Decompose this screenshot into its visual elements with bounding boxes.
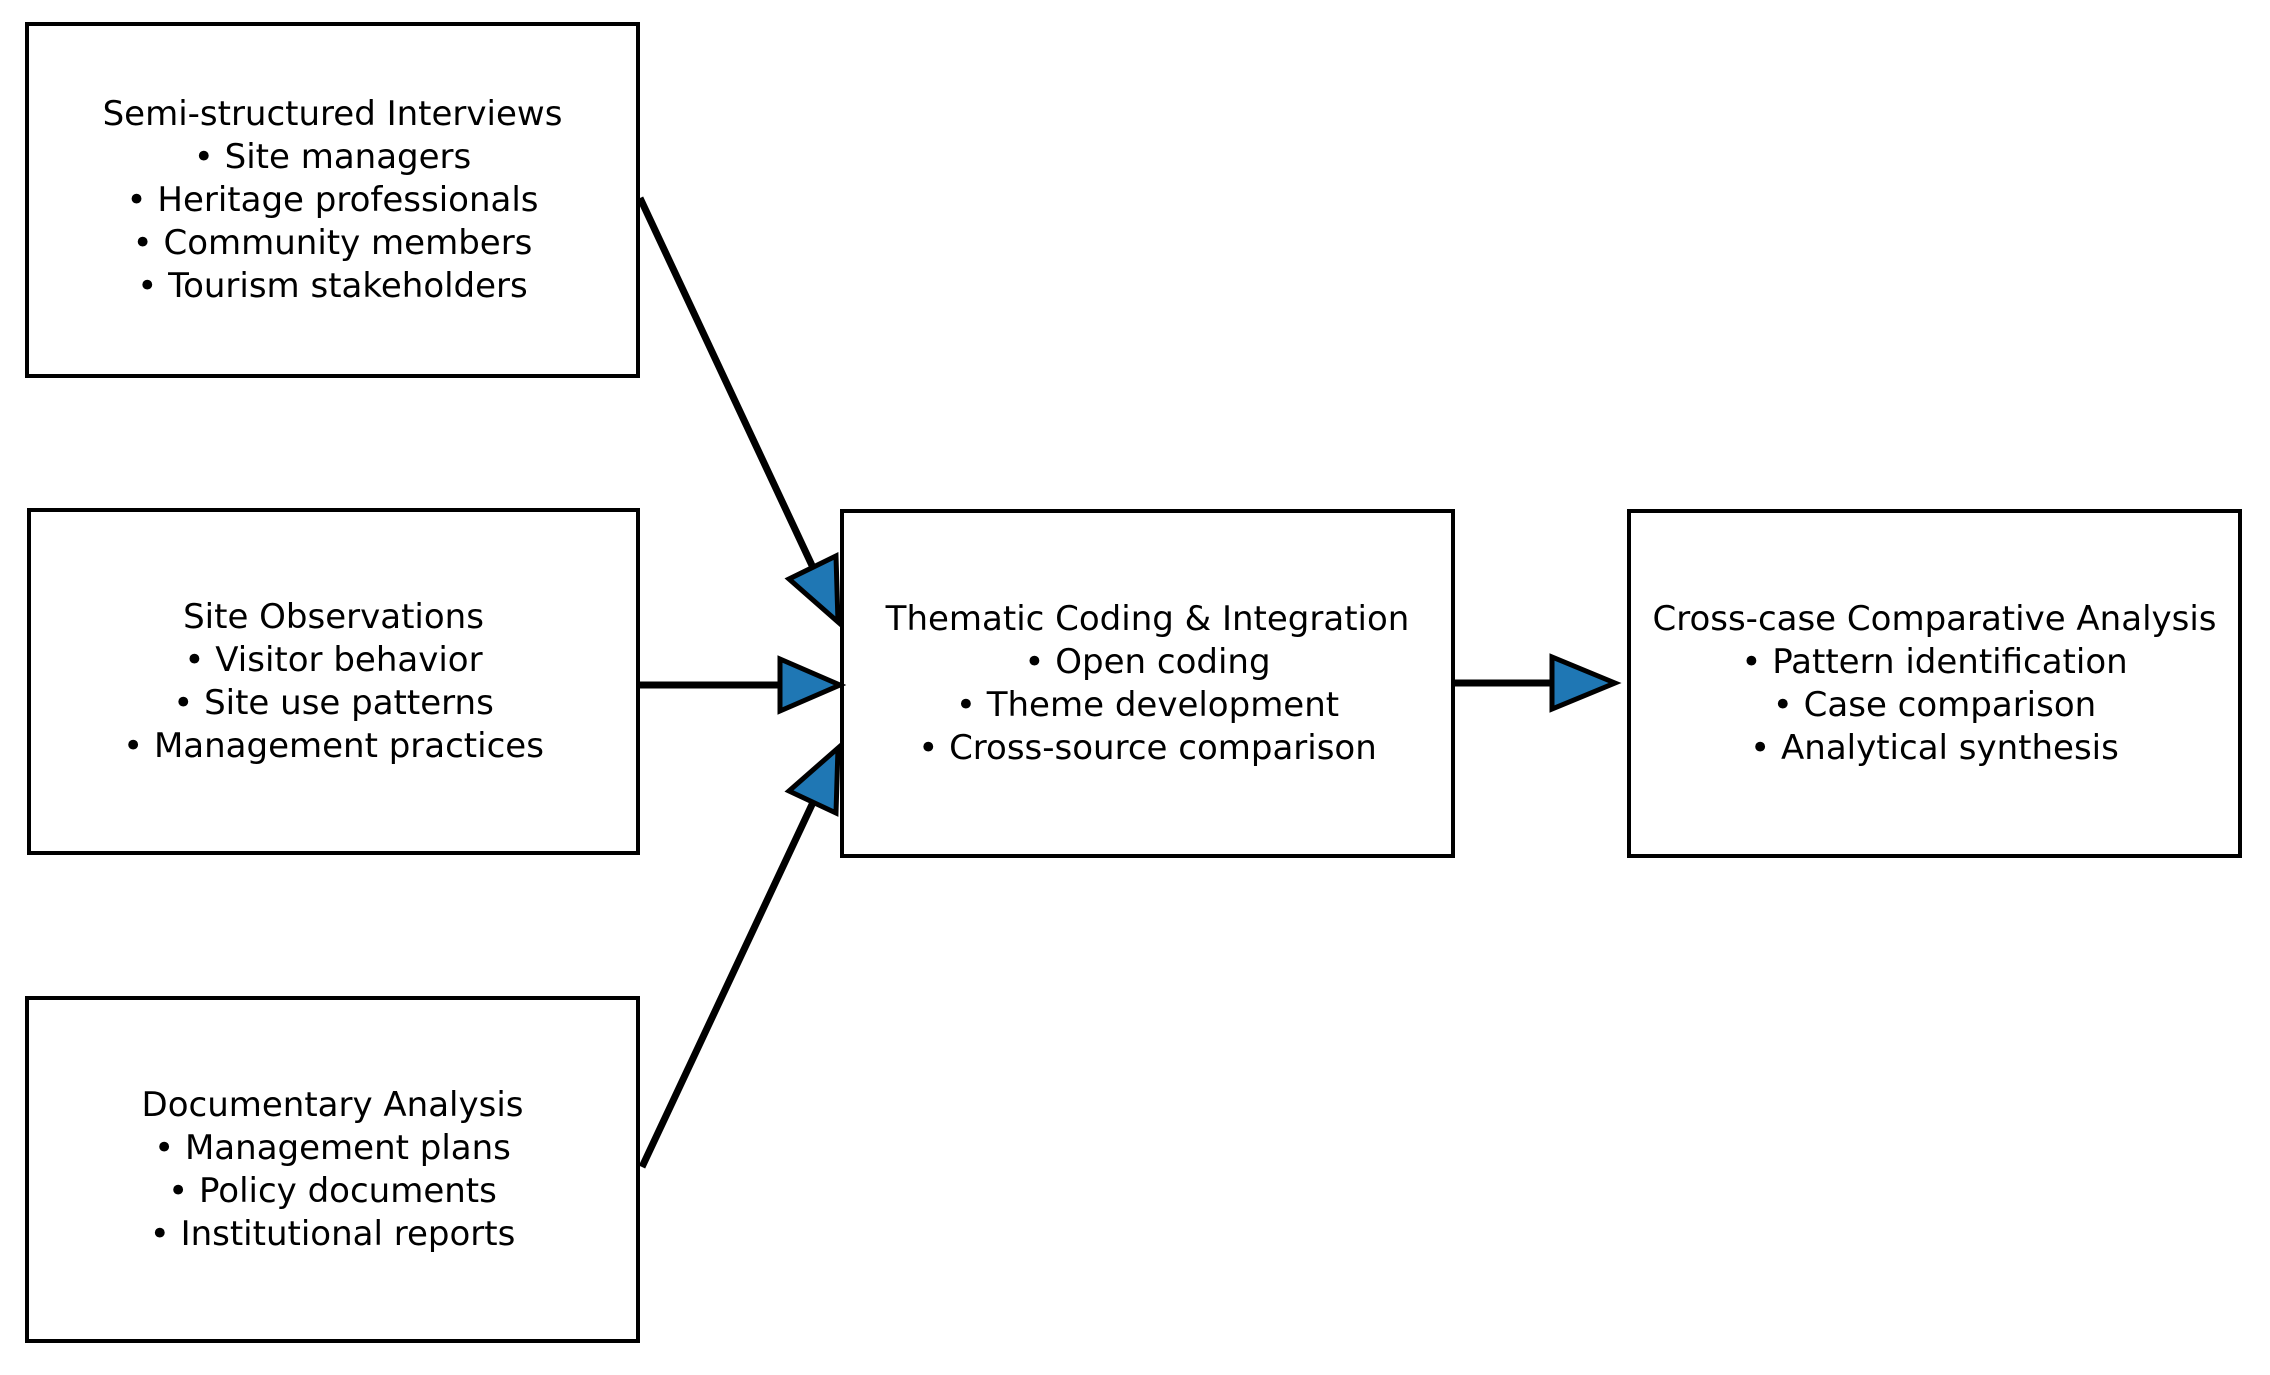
bullet-item: • Management plans (154, 1127, 511, 1168)
arrow-shaft (638, 794, 820, 1169)
node-cross-case-comparative-analysis: Cross-case Comparative Analysis • Patter… (1627, 509, 2242, 858)
bullet-item: • Community members (132, 222, 533, 263)
arrow-documents-to-coding (638, 742, 841, 1169)
arrowhead-icon (784, 552, 841, 628)
node-title: Site Observations (183, 596, 484, 637)
bullet-item: • Management practices (123, 725, 544, 766)
arrow-interviews-to-coding (636, 196, 841, 628)
arrowhead-icon (1549, 653, 1622, 713)
arrow-observations-to-coding (640, 655, 847, 715)
node-site-observations: Site Observations • Visitor behavior • S… (27, 508, 640, 855)
bullet-item: • Open coding (1024, 641, 1271, 682)
bullet-item: • Heritage professionals (126, 179, 539, 220)
bullet-item: • Site use patterns (173, 682, 494, 723)
arrowhead-icon (784, 742, 841, 817)
bullet-item: • Analytical synthesis (1750, 727, 2119, 768)
node-title: Documentary Analysis (141, 1084, 524, 1125)
node-title: Cross-case Comparative Analysis (1652, 598, 2217, 639)
bullet-item: • Case comparison (1772, 684, 2097, 725)
bullet-item: • Visitor behavior (184, 639, 483, 680)
bullet-item: • Policy documents (168, 1170, 497, 1211)
node-title: Thematic Coding & Integration (885, 598, 1410, 639)
bullet-item: • Theme development (955, 684, 1340, 725)
arrowhead-icon (777, 655, 847, 715)
bullet-item: • Site managers (193, 136, 472, 177)
bullet-item: • Cross-source comparison (918, 727, 1377, 768)
bullet-item: • Tourism stakeholders (137, 265, 528, 306)
node-title: Semi-structured Interviews (102, 93, 563, 134)
node-thematic-coding-integration: Thematic Coding & Integration • Open cod… (840, 509, 1455, 858)
arrow-coding-to-comparative (1455, 653, 1622, 713)
node-documentary-analysis: Documentary Analysis • Management plans … (25, 996, 640, 1343)
node-semi-structured-interviews: Semi-structured Interviews • Site manage… (25, 22, 640, 378)
bullet-item: • Institutional reports (149, 1213, 516, 1254)
bullet-item: • Pattern identification (1741, 641, 2128, 682)
arrow-shaft (636, 196, 820, 576)
